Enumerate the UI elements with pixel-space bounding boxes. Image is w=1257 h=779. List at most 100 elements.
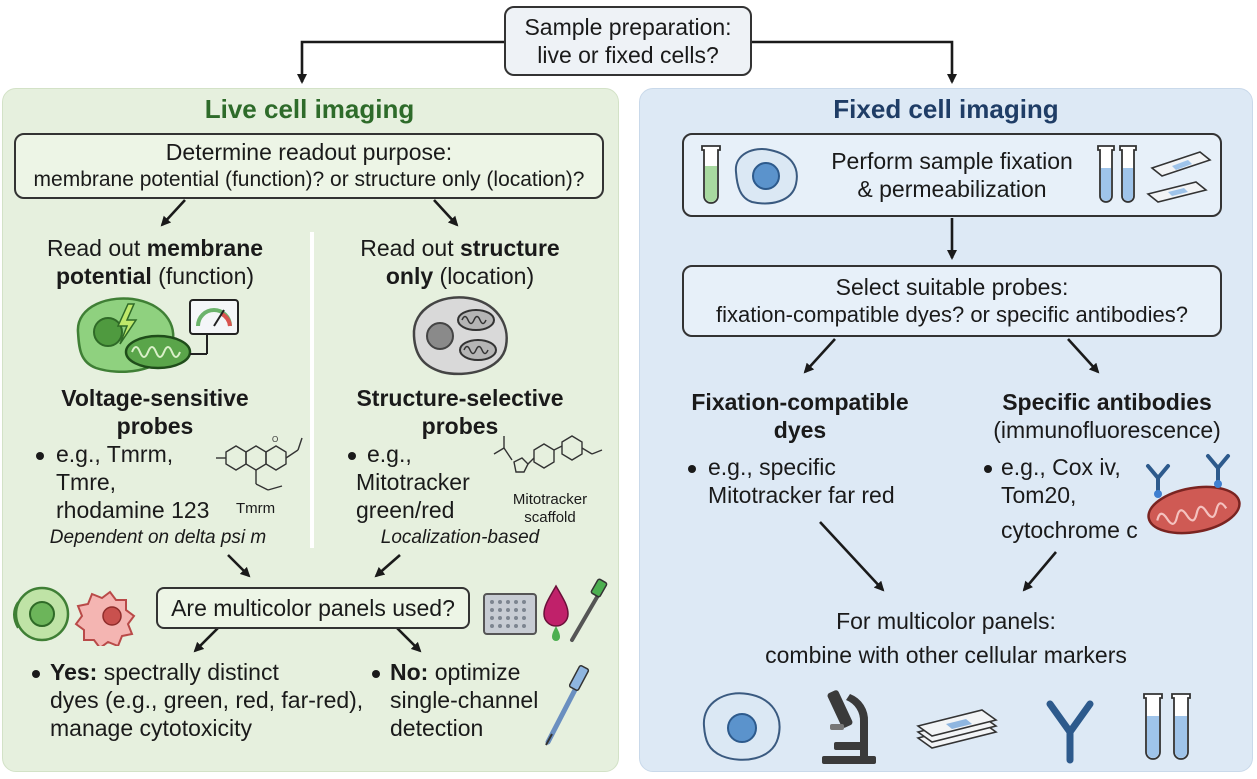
antibody-icon <box>1046 700 1094 764</box>
select-line2: fixation-compatible dyes? or specific an… <box>715 302 1189 327</box>
structure-example-1: e.g., <box>367 441 412 467</box>
purpose-line2: membrane potential (function)? or struct… <box>33 168 585 191</box>
mitochondrion-icon <box>1147 485 1241 535</box>
select-probes-box: Select suitable probes: fixation-compati… <box>682 265 1222 337</box>
antibodies-example-2: Tom20, <box>1001 482 1077 508</box>
microscope-icon <box>822 690 876 764</box>
cell-icon <box>702 692 781 761</box>
membrane-readout-line1: Read out membrane <box>46 235 264 261</box>
structure-example-3: green/red <box>356 497 455 523</box>
combine-line2: combine with other cellular markers <box>765 642 1127 668</box>
cell-icon <box>734 148 798 205</box>
arrow-to-antibodies <box>1067 338 1100 374</box>
antibodies-example-1: e.g., Cox iv, <box>1001 454 1121 480</box>
yes-line2: dyes (e.g., green, red, far-red), <box>50 687 364 713</box>
test-tube-icon <box>701 145 721 204</box>
structure-cell-illustration <box>412 296 508 376</box>
cell-icon <box>412 296 508 376</box>
antibodies-example-3: cytochrome c <box>1001 517 1138 543</box>
fixation-line1: Perform sample fixation <box>831 148 1073 174</box>
sample-preparation-box: Sample preparation: live or fixed cells? <box>504 6 752 76</box>
cell-icon <box>13 586 70 642</box>
structure-bullet <box>348 452 356 460</box>
voltage-bullet <box>36 452 44 460</box>
live-title: Live cell imaging <box>204 94 415 124</box>
voltmeter-icon <box>189 299 239 335</box>
dyes-title-1: Fixation-compatible <box>691 389 909 415</box>
antibodies-subtitle: (immunofluorescence) <box>993 417 1221 443</box>
live-cells-illustration <box>13 586 136 646</box>
membrane-potential-illustration <box>76 297 239 374</box>
fixation-right-icons <box>1097 145 1212 203</box>
voltage-probes-title-2: probes <box>116 413 194 439</box>
sample-preparation-line1: Sample preparation: <box>524 14 732 40</box>
select-line1: Select suitable probes: <box>835 274 1069 300</box>
pipette-icon <box>545 665 590 746</box>
no-line2: single-channel <box>390 687 539 713</box>
no-bullet <box>372 670 380 678</box>
yes-bullet <box>32 670 40 678</box>
structure-probes-title-2: probes <box>421 413 499 439</box>
test-tube-icon <box>1143 693 1191 760</box>
arrow-right-to-multicolor <box>374 554 401 578</box>
dye-drop-icon <box>543 584 569 641</box>
voltage-example-2: Tmre, <box>56 469 117 495</box>
well-plate-icon <box>483 593 537 635</box>
arrow-to-live <box>297 40 504 84</box>
voltage-probes-title-1: Voltage-sensitive <box>61 385 249 411</box>
arrow-left-to-multicolor <box>227 554 251 578</box>
slides-icon <box>1146 151 1212 203</box>
arrow-dyes-to-combine <box>819 521 885 592</box>
structure-example-2: Mitotracker <box>356 469 470 495</box>
dyes-example-2: Mitotracker far red <box>708 482 895 508</box>
arrow-to-dyes <box>803 338 836 374</box>
combine-line1: For multicolor panels: <box>836 608 1056 634</box>
bottom-icon-row <box>702 690 1191 764</box>
cell-icon <box>74 590 136 646</box>
arrow-to-structure <box>433 199 459 227</box>
dyes-title-2: dyes <box>773 417 827 443</box>
purpose-line1: Determine readout purpose: <box>165 139 453 165</box>
tmrm-label: Tmrm <box>236 500 276 517</box>
test-tube-icon <box>1097 145 1137 203</box>
svg-text:O: O <box>272 435 278 444</box>
no-line1: No: optimize <box>390 659 521 685</box>
readout-purpose-box: Determine readout purpose: membrane pote… <box>14 133 604 199</box>
arrow-to-yes <box>193 627 219 653</box>
structure-readout-line2: only (location) <box>385 263 535 289</box>
mitochondrion-icon <box>124 334 192 370</box>
tmrm-structure-icon: O <box>216 435 303 491</box>
dyes-bullet <box>688 465 696 473</box>
voltage-example-3: rhodamine 123 <box>56 497 210 523</box>
antibodies-bullet <box>984 465 992 473</box>
yes-line3: manage cytotoxicity <box>50 715 252 741</box>
arrow-to-no <box>396 627 422 653</box>
no-line3: detection <box>390 715 484 741</box>
antibodies-title: Specific antibodies <box>1002 389 1212 415</box>
membrane-readout-line2: potential (function) <box>55 263 255 289</box>
structure-note: Localization-based <box>380 527 540 548</box>
fixation-left-icons <box>701 145 798 205</box>
antibody-icon <box>1146 454 1230 494</box>
multicolor-question: Are multicolor panels used? <box>171 595 455 621</box>
mitotracker-label-2: scaffold <box>524 509 576 526</box>
structure-readout-line1: Read out structure <box>360 235 560 261</box>
dyes-example-1: e.g., specific <box>708 454 836 480</box>
structure-probes-title-1: Structure-selective <box>356 385 564 411</box>
voltage-note: Dependent on delta psi m <box>49 527 267 548</box>
arrow-to-membrane <box>160 199 186 227</box>
fixed-title: Fixed cell imaging <box>833 94 1059 124</box>
lab-tools-illustration <box>483 578 608 642</box>
arrow-to-fixed <box>752 40 957 84</box>
multicolor-question-box: Are multicolor panels used? <box>156 587 470 629</box>
sample-preparation-line2: live or fixed cells? <box>537 42 719 68</box>
mitochondrion-icon <box>457 309 497 361</box>
antibody-mitochondrion-illustration <box>1146 454 1241 535</box>
voltage-example-1: e.g., Tmrm, <box>56 441 174 467</box>
mitotracker-structure-icon <box>493 435 603 473</box>
pipette-icon <box>570 578 608 642</box>
mitotracker-label-1: Mitotracker <box>512 491 588 508</box>
arrow-antibodies-to-combine <box>1022 551 1057 592</box>
yes-line1: Yes: spectrally distinct <box>50 659 279 685</box>
